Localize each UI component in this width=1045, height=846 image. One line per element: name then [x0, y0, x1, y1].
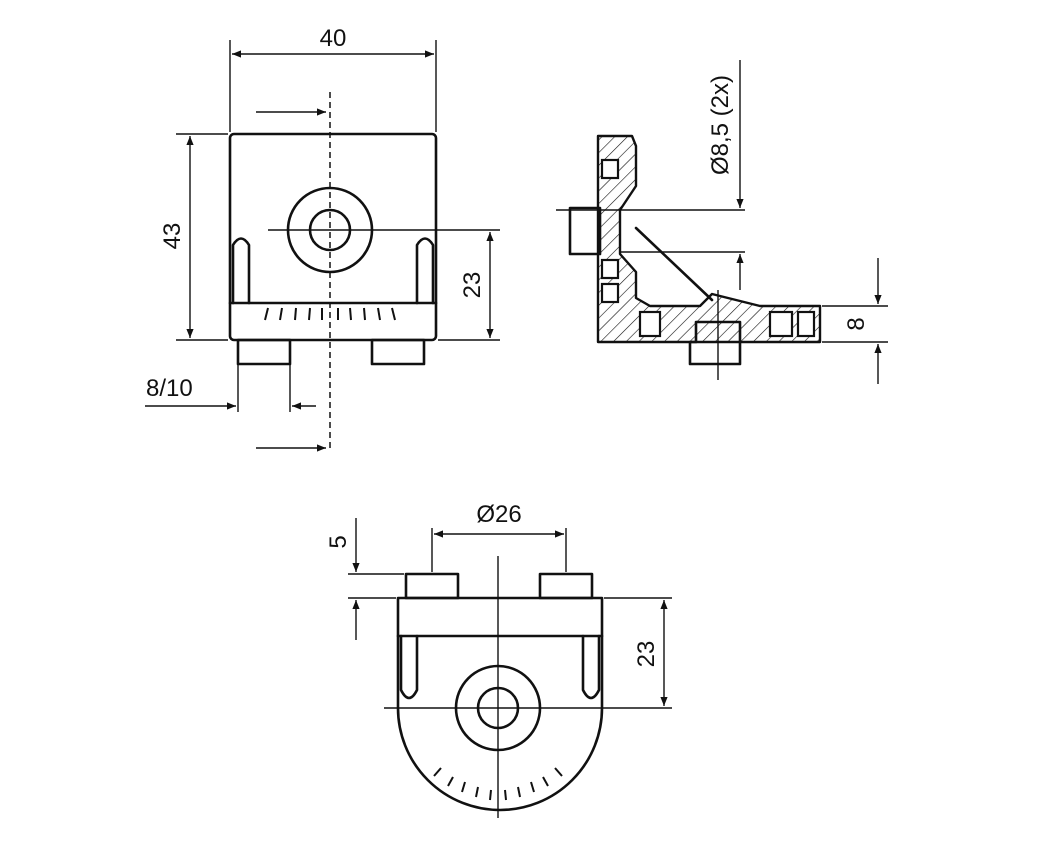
dim-label-8-10: 8/10 — [146, 375, 193, 402]
front-tab-left — [236, 338, 292, 366]
top-view: Ø26 5 23 — [325, 501, 672, 818]
side-bolt-left — [568, 206, 602, 256]
top-tab-right — [538, 572, 594, 600]
side-web-diagonal — [634, 226, 714, 302]
top-serrations — [433, 767, 563, 801]
dim-label-23-top: 23 — [633, 641, 660, 668]
front-tab-right — [370, 338, 426, 366]
top-slot-left — [399, 634, 419, 700]
top-body — [396, 634, 604, 812]
side-section-view: Ø8,5 (2x) 8 — [556, 60, 888, 384]
top-tab-left — [404, 572, 460, 600]
dim-label-8: 8 — [843, 317, 870, 330]
front-slot-left — [231, 237, 251, 305]
side-bolt-bottom — [688, 320, 742, 366]
front-slot-right — [415, 237, 435, 305]
front-view: 40 43 23 8/10 — [145, 25, 500, 452]
top-slot-right — [581, 634, 601, 700]
front-serrations — [264, 307, 396, 321]
dim-label-5: 5 — [325, 535, 352, 548]
dim-label-23-front: 23 — [459, 272, 486, 299]
side-section-pockets — [600, 158, 816, 338]
top-base-band — [396, 596, 604, 638]
dim-label-43: 43 — [159, 223, 186, 250]
dim-label-dia26: Ø26 — [476, 501, 521, 528]
dim-label-dia85: Ø8,5 (2x) — [707, 75, 734, 175]
front-body — [228, 132, 438, 342]
dim-label-40: 40 — [320, 25, 347, 52]
